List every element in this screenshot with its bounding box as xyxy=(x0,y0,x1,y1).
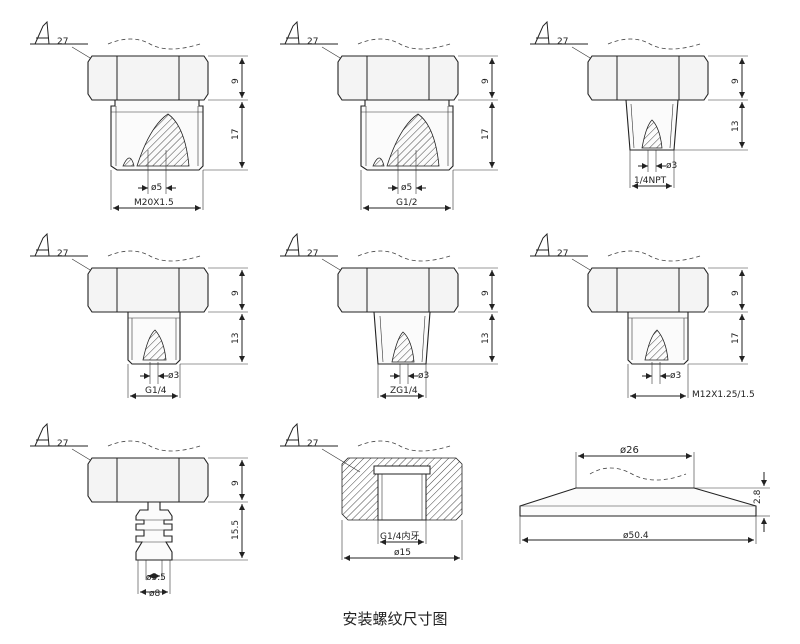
thread-spec: M20X1.5 xyxy=(134,198,174,208)
stem-height: 15.5 xyxy=(231,520,241,540)
part-npt: 27 ø3 1/4NPT 9 13 xyxy=(530,20,748,189)
stem-height: 17 xyxy=(731,333,741,344)
stem-height: 13 xyxy=(481,333,491,344)
part-washer: ø26 2.8 ø50.4 xyxy=(519,445,770,544)
part-m12: 27 ø3 M12X1.25/1.5 9 17 xyxy=(530,232,755,400)
hex-height: 9 xyxy=(231,290,241,296)
part-female-thread: 27 G1/4内牙 ø15 xyxy=(280,422,463,561)
top-diameter: ø26 xyxy=(620,445,639,456)
surface-value: 27 xyxy=(557,249,568,259)
thread-spec: G1/2 xyxy=(396,198,417,208)
surface-value: 27 xyxy=(307,37,318,47)
washer-height: 2.8 xyxy=(753,489,763,504)
hex-height: 9 xyxy=(481,78,491,84)
thread-spec: G1/4 xyxy=(145,386,167,396)
part-zg14: 27 ø3 ZG1/4 9 13 xyxy=(280,232,498,399)
stem-height: 13 xyxy=(731,121,741,132)
hex-height: 9 xyxy=(481,290,491,296)
drawing-title: 安装螺纹尺寸图 xyxy=(342,610,447,628)
thread-spec: 1/4NPT xyxy=(634,176,667,186)
thread-spec: ZG1/4 xyxy=(390,386,418,396)
hole-diameter: ø5 xyxy=(401,183,412,193)
stem-height: 13 xyxy=(231,333,241,344)
thread-spec: G1/4内牙 xyxy=(380,530,419,542)
hole-diameter: ø5 xyxy=(151,183,162,193)
part-g12: 27 ø5 G1/2 9 17 xyxy=(280,20,498,211)
thread-spec: M12X1.25/1.5 xyxy=(692,390,755,400)
hole-diameter: ø3 xyxy=(666,161,677,171)
hex-height: 9 xyxy=(231,480,241,486)
stem-height: 17 xyxy=(481,129,491,140)
hex-height: 9 xyxy=(731,78,741,84)
surface-value: 27 xyxy=(307,439,318,449)
hole-diameter: ø3 xyxy=(670,371,681,381)
part-m20: 27 ø5 M20X1.5 9 17 xyxy=(30,20,248,211)
part-hose-barb: 27 ø5.5 ø8 9 15.5 xyxy=(30,422,248,599)
part-g14: 27 ø3 G1/4 9 13 xyxy=(30,232,248,399)
outer-diameter: ø15 xyxy=(394,548,411,558)
hole-diameter: ø3 xyxy=(168,371,179,381)
surface-value: 27 xyxy=(557,37,568,47)
hole-diameter: ø3 xyxy=(418,371,429,381)
stem-height: 17 xyxy=(231,129,241,140)
surface-value: 27 xyxy=(57,439,68,449)
bottom-diameter: ø50.4 xyxy=(623,531,649,541)
surface-value: 27 xyxy=(57,249,68,259)
inner-diameter: ø5.5 xyxy=(146,573,166,583)
hex-height: 9 xyxy=(231,78,241,84)
hex-height: 9 xyxy=(731,290,741,296)
outer-diameter: ø8 xyxy=(149,589,161,599)
surface-value: 27 xyxy=(307,249,318,259)
surface-value: 27 xyxy=(57,37,68,47)
surface-symbol: 27 xyxy=(280,20,361,71)
